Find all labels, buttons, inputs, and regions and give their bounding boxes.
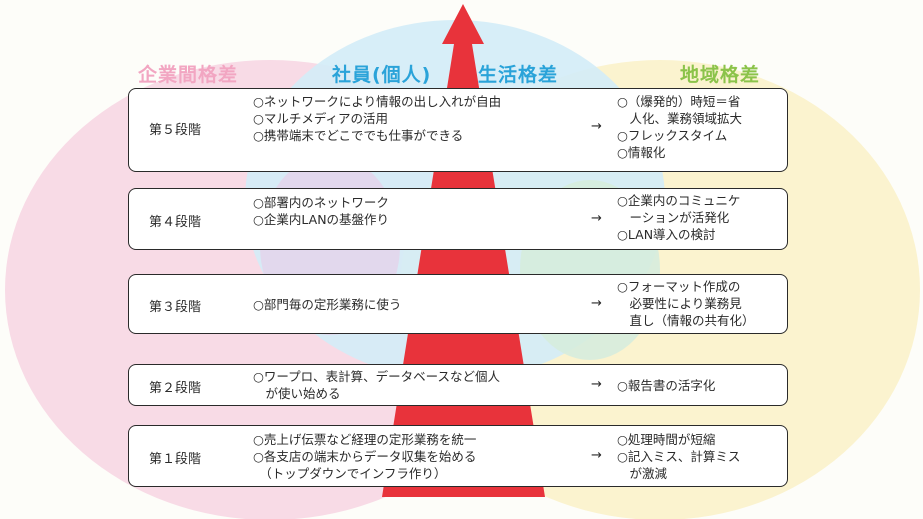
stage-1-right-line: ○記入ミス、計算ミス — [617, 449, 741, 464]
stage-1-left-line: （トップダウンでインフラ作り） — [253, 466, 447, 481]
stage-1-left-line: ○各支店の端末からデータ収集を始める — [253, 449, 477, 464]
stage-3-left-line: ○部門毎の定形業務に使う — [253, 297, 402, 312]
stage-5-right-line: ○（爆発的）時短＝省 — [617, 94, 741, 109]
stage-4-right: ○企業内のコミュニケ ーションが活発化 ○LAN導入の検討 — [617, 192, 740, 243]
stage-3-right-line: 直し（情報の共有化） — [617, 313, 755, 328]
header-chiiki-kakusa: 地域格差 — [680, 64, 761, 86]
stage-3-right: ○フォーマット作成の 必要性により業務見 直し（情報の共有化） — [617, 278, 755, 329]
stage-1-right-line: が激減 — [617, 466, 668, 481]
stage-1-box: 第１段階 ○売上げ伝票など経理の定形業務を統一 ○各支店の端末からデータ収集を始… — [128, 425, 788, 487]
stage-5-right-line: ○フレックスタイム — [617, 128, 728, 143]
stage-2-left-line: が使い始める — [253, 386, 341, 401]
stage-2-box: 第２段階 ○ワープロ、表計算、データベースなど個人 が使い始める → ○報告書の… — [128, 364, 788, 406]
stage-2-right: ○報告書の活字化 — [617, 377, 715, 394]
stage-5-right-line: 人化、業務領域拡大 — [617, 111, 743, 126]
header-seikatsu-kakusa: 生活格差 — [478, 64, 559, 86]
stage-3-right-line: ○フォーマット作成の — [617, 279, 741, 294]
stage-4-right-line: ○LAN導入の検討 — [617, 227, 716, 242]
stage-5-label: 第５段階 — [149, 123, 202, 138]
stage-3-label: 第３段階 — [149, 300, 202, 315]
header-kigyo-kakusa: 企業間格差 — [138, 64, 239, 86]
stage-5-right-line: ○情報化 — [617, 145, 666, 160]
stage-2-arrow: → — [591, 377, 602, 392]
stage-4-right-line: ーションが活発化 — [617, 210, 730, 225]
stage-2-label: 第２段階 — [149, 381, 202, 396]
stage-4-left: ○部署内のネットワーク ○企業内LANの基盤作り — [253, 194, 389, 228]
stage-1-left: ○売上げ伝票など経理の定形業務を統一 ○各支店の端末からデータ収集を始める （ト… — [253, 431, 476, 482]
stage-5-left-line: ○マルチメディアの活用 — [253, 111, 389, 126]
stage-5-left-line: ○携帯端末でどこででも仕事ができる — [253, 128, 464, 143]
stage-2-left-line: ○ワープロ、表計算、データベースなど個人 — [253, 369, 501, 384]
stage-4-box: 第４段階 ○部署内のネットワーク ○企業内LANの基盤作り → ○企業内のコミュ… — [128, 188, 788, 250]
stage-4-label: 第４段階 — [149, 215, 202, 230]
stage-3-box: 第３段階 ○部門毎の定形業務に使う → ○フォーマット作成の 必要性により業務見… — [128, 274, 788, 334]
stage-5-box: 第５段階 ○ネットワークにより情報の出し入れが自由 ○マルチメディアの活用 ○携… — [128, 88, 788, 172]
stage-4-left-line: ○企業内LANの基盤作り — [253, 212, 390, 227]
stage-4-left-line: ○部署内のネットワーク — [253, 195, 389, 210]
stage-5-right: ○（爆発的）時短＝省 人化、業務領域拡大 ○フレックスタイム ○情報化 — [617, 93, 742, 161]
stage-1-right: ○処理時間が短縮 ○記入ミス、計算ミス が激減 — [617, 431, 740, 482]
stage-2-left: ○ワープロ、表計算、データベースなど個人 が使い始める — [253, 368, 500, 402]
stage-3-left: ○部門毎の定形業務に使う — [253, 296, 401, 313]
stage-5-arrow: → — [591, 119, 602, 134]
header-shain-kojin: 社員(個人) — [332, 64, 432, 86]
stage-1-arrow: → — [591, 448, 602, 463]
stage-1-right-line: ○処理時間が短縮 — [617, 432, 716, 447]
stage-2-right-line: ○報告書の活字化 — [617, 378, 716, 393]
stage-3-arrow: → — [591, 296, 602, 311]
stage-1-label: 第１段階 — [149, 452, 202, 467]
stage-5-left-line: ○ネットワークにより情報の出し入れが自由 — [253, 94, 502, 109]
stage-4-arrow: → — [591, 211, 602, 226]
stage-4-right-line: ○企業内のコミュニケ — [617, 193, 741, 208]
stage-1-left-line: ○売上げ伝票など経理の定形業務を統一 — [253, 432, 477, 447]
stage-5-left: ○ネットワークにより情報の出し入れが自由 ○マルチメディアの活用 ○携帯端末でど… — [253, 93, 501, 144]
stage-3-right-line: 必要性により業務見 — [617, 296, 742, 311]
